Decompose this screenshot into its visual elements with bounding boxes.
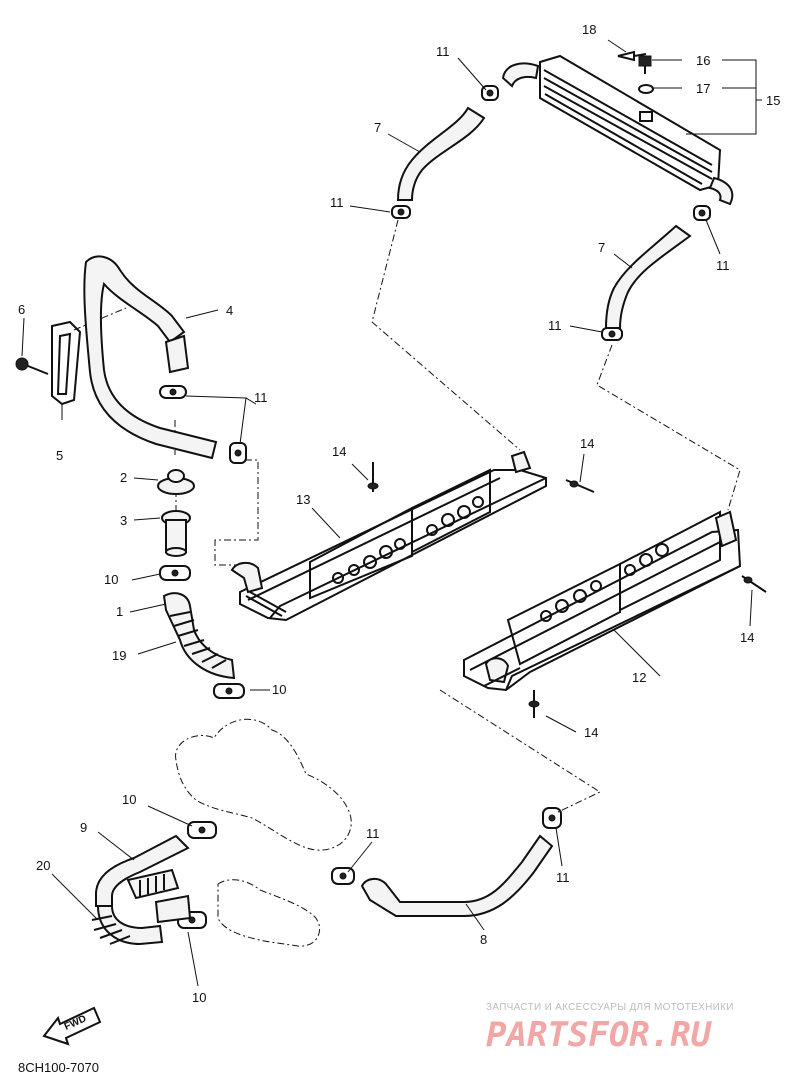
callout-7-upper: 7 [374,120,381,135]
callout-10-b: 10 [272,682,286,697]
callout-4: 4 [226,303,233,318]
joint-3 [161,510,191,557]
fwd-arrow: FWD [42,1006,102,1046]
callout-19: 19 [112,648,126,663]
clamp-11-b [391,205,411,219]
hose-4 [83,255,218,460]
clamp-11-f [229,442,247,464]
rivet-14-a [367,462,379,492]
hose-7-lower [604,224,692,329]
clamp-10-a [159,565,191,581]
leader-lines [21,39,762,987]
clamp-10-d [177,911,207,929]
callout-17: 17 [696,81,710,96]
callout-13: 13 [296,492,310,507]
callout-14-c: 14 [740,630,754,645]
callout-11-f: 11 [366,826,380,841]
callout-14-a: 14 [332,444,346,459]
rivet-14-c [741,575,767,593]
callout-8: 8 [480,932,487,947]
callout-14-d: 14 [584,725,598,740]
assembly-lines [73,219,741,813]
callout-3: 3 [120,513,127,528]
hose-1-19 [162,592,236,680]
callout-6: 6 [18,302,25,317]
callout-15: 15 [766,93,780,108]
callout-11-c: 11 [716,258,730,273]
radiator-panel-13 [230,450,547,622]
callout-18: 18 [582,22,596,37]
callout-10-c: 10 [122,792,136,807]
callout-2: 2 [120,470,127,485]
callout-5: 5 [56,448,63,463]
callout-10-d: 10 [192,990,206,1005]
clamp-11-c [693,205,711,221]
callout-7-lower: 7 [598,240,605,255]
callout-10-a: 10 [104,572,118,587]
callouts: 1 2 3 4 5 6 7 7 8 9 10 10 10 10 11 11 11… [18,22,780,1005]
radiator-panel-12 [463,510,742,692]
clamp-10-c [187,821,217,839]
watermark: ЗАПЧАСТИ И АКСЕССУАРЫ ДЛЯ МОТОТЕХНИКИ PA… [486,1002,734,1055]
bolt-16 [638,55,652,74]
callout-11-d: 11 [548,318,562,333]
watermark-brand: PARTSFOR.RU [486,1015,713,1055]
watermark-tagline: ЗАПЧАСТИ И АКСЕССУАРЫ ДЛЯ МОТОТЕХНИКИ [486,1002,734,1013]
rivet-14-b [565,479,595,493]
callout-11-b: 11 [330,195,344,210]
callout-16: 16 [696,53,710,68]
screw-18 [617,50,647,62]
hose-9-20 [91,834,192,946]
oil-cooler-assembly [501,54,734,206]
hose-4-end [164,334,190,374]
callout-1: 1 [116,604,123,619]
callout-11-e: 11 [254,390,268,405]
rivet-14-d [528,690,540,718]
callout-14-b: 14 [580,436,594,451]
bolt-6 [15,357,49,375]
engine-outline [175,718,352,947]
clamp-10-b [213,683,245,699]
clamp-11-h [542,807,562,829]
clamp-11-a [481,85,499,101]
bracket-5 [51,320,82,406]
hose-7-upper [396,106,486,201]
callout-12: 12 [632,670,646,685]
callout-9: 9 [80,820,87,835]
clamp-11-g [331,867,355,885]
callout-20: 20 [36,858,50,873]
grommet-2 [157,469,195,495]
callout-11-a: 11 [436,44,450,59]
hose-8 [360,834,554,917]
clamp-11-d [601,327,623,341]
washer-17 [638,84,654,94]
diagram-code: 8CH100-7070 [18,1060,99,1075]
clamp-11-e [159,385,187,399]
cooler-bracket [639,111,653,122]
callout-11-g: 11 [556,870,570,885]
